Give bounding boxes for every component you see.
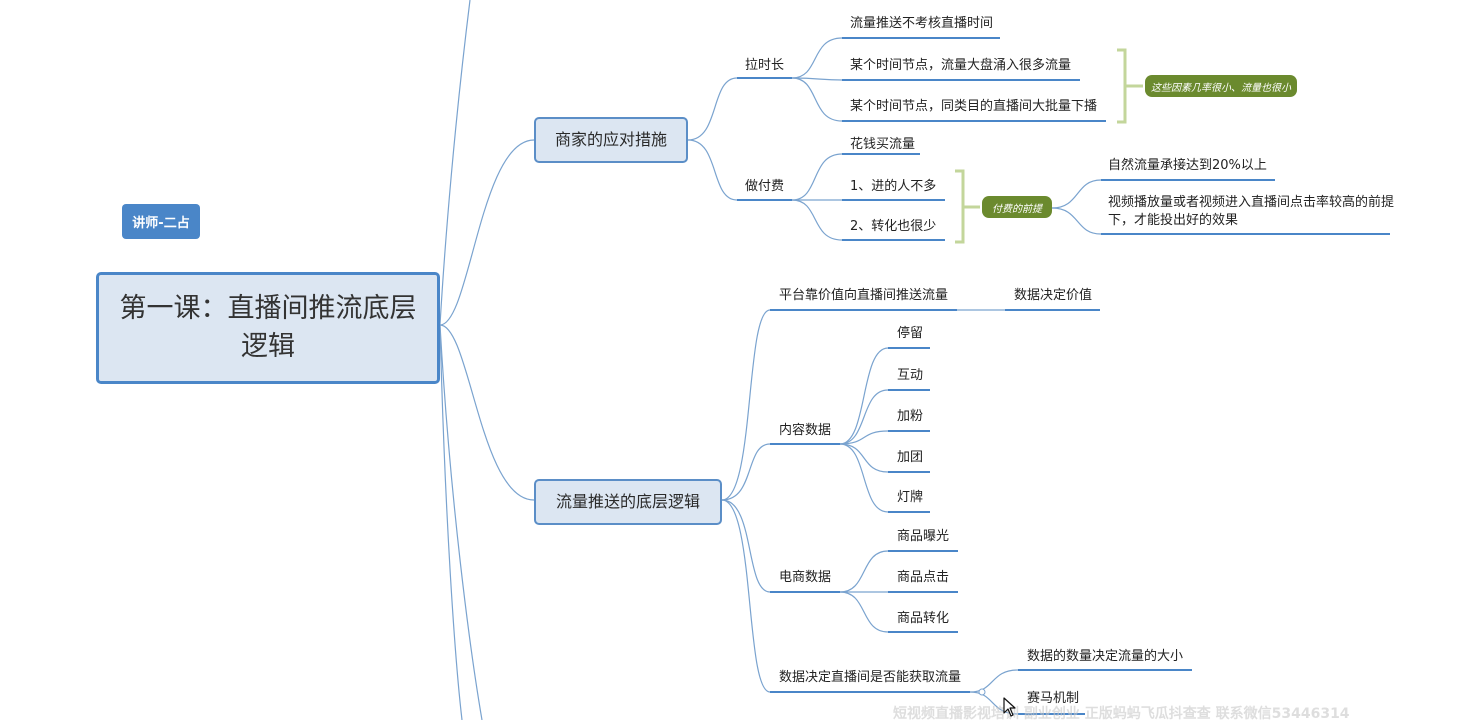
node-content-item-3[interactable]: 加粉	[897, 409, 924, 424]
node-pull-item-1[interactable]: 流量推送不考核直播时间	[850, 16, 994, 31]
node-data-decides-value[interactable]: 数据决定价值	[1014, 288, 1093, 303]
lecturer-tag: 讲师-二占	[122, 204, 200, 239]
node-pull-item-2[interactable]: 某个时间节点，流量大盘涌入很多流量	[850, 58, 1072, 73]
node-content-item-1[interactable]: 停留	[897, 326, 924, 341]
root-topic[interactable]: 第一课：直播间推流底层逻辑	[96, 272, 440, 384]
node-data-decides-traffic[interactable]: 数据决定直播间是否能获取流量	[779, 670, 962, 685]
node-pull-item-3[interactable]: 某个时间节点，同类目的直播间大批量下播	[850, 99, 1098, 114]
mouse-cursor-icon	[1003, 697, 1016, 717]
node-paid-condition-2[interactable]: 视频播放量或者视频进入直播间点击率较高的前提下，才能投出好的效果	[1108, 195, 1395, 228]
node-ecom-item-1[interactable]: 商品曝光	[897, 529, 950, 544]
node-paid-traffic[interactable]: 做付费	[745, 179, 785, 194]
node-decide-item-2[interactable]: 赛马机制	[1027, 691, 1080, 706]
node-ecom-item-3[interactable]: 商品转化	[897, 611, 950, 626]
watermark-text: 短视频直播影视培训 副业创业 正版蚂蚂飞瓜抖查查 联系微信53446314	[893, 706, 1350, 722]
node-content-item-4[interactable]: 加团	[897, 450, 924, 465]
branch-traffic-logic[interactable]: 流量推送的底层逻辑	[534, 479, 722, 525]
node-paid-item-3[interactable]: 2、转化也很少	[850, 219, 937, 234]
node-pull-duration[interactable]: 拉时长	[745, 58, 785, 73]
node-paid-item-1[interactable]: 花钱买流量	[850, 137, 916, 152]
note-paid-premise[interactable]: 付费的前提	[982, 196, 1052, 218]
node-decide-item-1[interactable]: 数据的数量决定流量的大小	[1027, 649, 1184, 664]
node-ecom-data[interactable]: 电商数据	[779, 570, 832, 585]
note-low-probability[interactable]: 这些因素几率很小、流量也很小	[1145, 75, 1297, 97]
node-content-data[interactable]: 内容数据	[779, 423, 832, 438]
branch-merchant-measures[interactable]: 商家的应对措施	[534, 117, 688, 163]
node-paid-item-2[interactable]: 1、进的人不多	[850, 179, 937, 194]
node-content-item-2[interactable]: 互动	[897, 368, 924, 383]
node-platform-value[interactable]: 平台靠价值向直播间推送流量	[779, 288, 949, 303]
root-topic-label: 第一课：直播间推流底层逻辑	[119, 293, 417, 362]
node-ecom-item-2[interactable]: 商品点击	[897, 570, 950, 585]
node-paid-condition-1[interactable]: 自然流量承接达到20%以上	[1108, 158, 1267, 173]
node-content-item-5[interactable]: 灯牌	[897, 490, 924, 505]
